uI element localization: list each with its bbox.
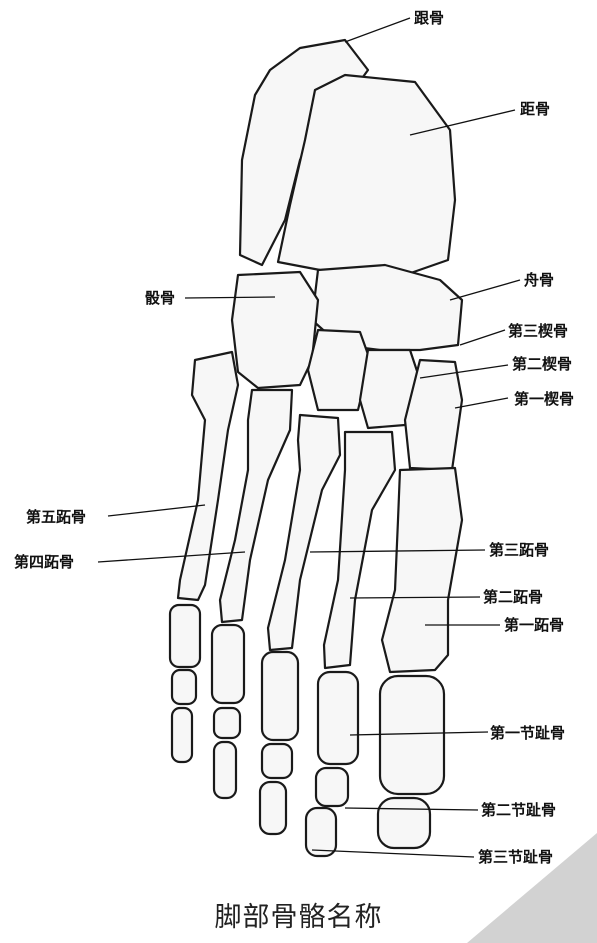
toe1-distal	[378, 798, 430, 848]
corner-decoration	[467, 833, 597, 943]
label-second-phalanx: 第二节趾骨	[481, 801, 556, 819]
label-second-cuneiform: 第二楔骨	[512, 355, 572, 373]
label-second-metatarsal: 第二跖骨	[483, 588, 543, 606]
label-cuboid: 骰骨	[145, 289, 175, 307]
toe2-proximal	[318, 672, 358, 764]
toe2-distal	[306, 808, 336, 856]
toe3-middle	[262, 744, 292, 778]
label-navicular: 舟骨	[524, 271, 554, 289]
label-calcaneus: 跟骨	[414, 9, 444, 27]
label-first-metatarsal: 第一跖骨	[504, 616, 564, 634]
first-metatarsal-bone	[382, 468, 462, 672]
label-first-cuneiform: 第一楔骨	[514, 390, 574, 408]
toe4-middle	[214, 708, 240, 738]
toe1-proximal	[380, 676, 444, 794]
label-talus: 距骨	[520, 100, 550, 118]
toe3-proximal	[262, 652, 298, 740]
toe3-distal	[260, 782, 286, 834]
label-third-metatarsal: 第三跖骨	[489, 541, 549, 559]
toe4-proximal	[212, 625, 244, 703]
toe5-proximal	[170, 605, 200, 667]
label-third-cuneiform: 第三楔骨	[508, 322, 568, 340]
toe4-distal	[214, 742, 236, 798]
label-fifth-metatarsal: 第五跖骨	[26, 508, 86, 526]
label-fourth-metatarsal: 第四跖骨	[14, 553, 74, 571]
toe5-distal	[172, 708, 192, 762]
toe5-middle	[172, 670, 196, 704]
toe2-middle	[316, 768, 348, 806]
label-first-phalanx: 第一节趾骨	[490, 724, 565, 742]
cuboid-bone	[232, 272, 318, 388]
